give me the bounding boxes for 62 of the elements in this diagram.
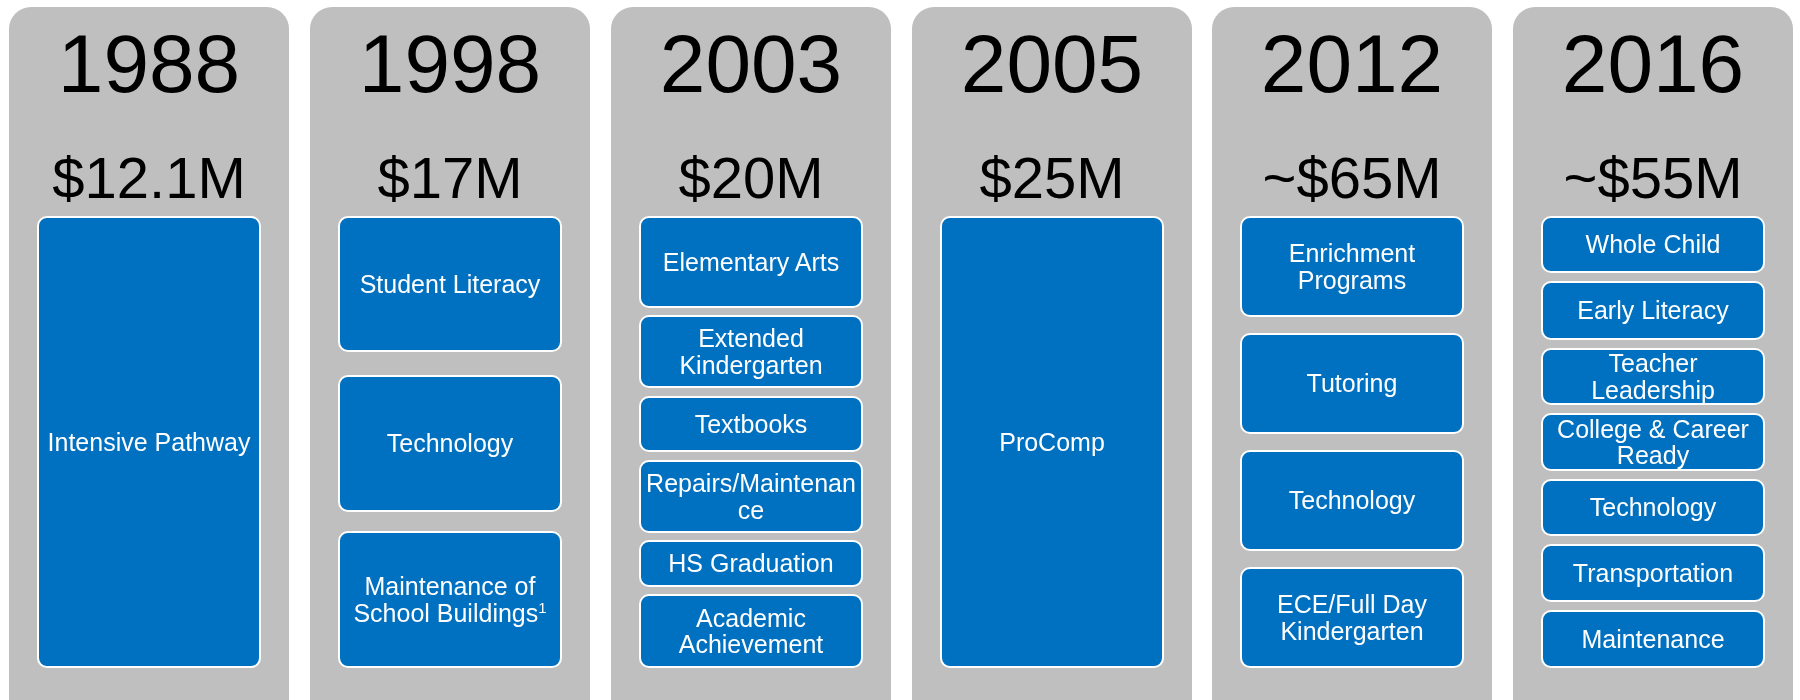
amount-label: $17M <box>376 145 524 211</box>
program-box <box>1240 567 1464 668</box>
program-label: Technology <box>1588 494 1718 521</box>
program-label: Tutoring <box>1305 370 1399 397</box>
program-box <box>639 460 863 533</box>
year-column <box>1212 7 1492 700</box>
program-label: Enrichment Programs <box>1287 240 1417 293</box>
year-column <box>310 7 590 700</box>
program-label: Intensive Pathway <box>46 428 252 456</box>
program-label: Maintenance of School Buildings$^{1}$ <box>352 573 548 626</box>
program-label: Early Literacy <box>1576 297 1730 324</box>
program-box <box>37 216 261 668</box>
program-label: Maintenance <box>1580 625 1726 653</box>
program-label: Teacher Leadership <box>1590 350 1716 403</box>
program-label: HS Graduation <box>667 550 835 577</box>
program-label: ECE/Full Day Kindergarten <box>1275 591 1428 644</box>
year-column <box>9 7 289 700</box>
program-box <box>338 216 562 352</box>
program-label: Extended Kindergarten <box>678 325 824 378</box>
year-label: 2012 <box>1259 19 1445 109</box>
amount-label: ~$55M <box>1562 145 1744 211</box>
program-box <box>1240 333 1464 434</box>
amount-label: $12.1M <box>51 145 247 211</box>
program-box <box>1541 544 1765 602</box>
program-box <box>1541 216 1765 273</box>
program-label: Academic Achievement <box>677 604 825 658</box>
program-box <box>1541 348 1765 405</box>
program-label: Elementary Arts <box>661 248 841 276</box>
amount-label: $20M <box>677 145 825 211</box>
program-box <box>639 540 863 587</box>
year-label: 2003 <box>658 19 844 109</box>
program-box <box>1541 281 1765 340</box>
amount-label: $25M <box>978 145 1126 211</box>
amount-label: ~$65M <box>1261 145 1443 211</box>
year-label: 1998 <box>357 19 543 109</box>
program-box <box>639 315 863 388</box>
program-box <box>639 396 863 452</box>
program-label: Student Literacy <box>358 270 542 298</box>
program-box <box>1541 413 1765 471</box>
year-label: 2016 <box>1560 19 1746 109</box>
program-box <box>1541 610 1765 668</box>
program-box <box>1541 479 1765 536</box>
year-column <box>912 7 1192 700</box>
program-box <box>639 216 863 308</box>
year-label: 2005 <box>959 19 1145 109</box>
program-box <box>639 594 863 668</box>
program-label: Textbooks <box>693 410 809 438</box>
year-column <box>1513 7 1793 700</box>
program-label: Technology <box>385 430 515 457</box>
program-label: Technology <box>1287 487 1417 514</box>
year-label: 1988 <box>56 19 242 109</box>
program-label: College & Career Ready <box>1556 415 1750 469</box>
program-box <box>1240 450 1464 551</box>
program-label: Transportation <box>1571 559 1735 587</box>
program-label: Whole Child <box>1584 231 1722 258</box>
program-label: ProComp <box>998 428 1106 456</box>
program-box <box>338 375 562 512</box>
program-box <box>338 531 562 668</box>
year-column <box>611 7 891 700</box>
program-box <box>940 216 1164 668</box>
program-box <box>1240 216 1464 317</box>
program-label: Repairs/Maintenance <box>645 470 857 523</box>
